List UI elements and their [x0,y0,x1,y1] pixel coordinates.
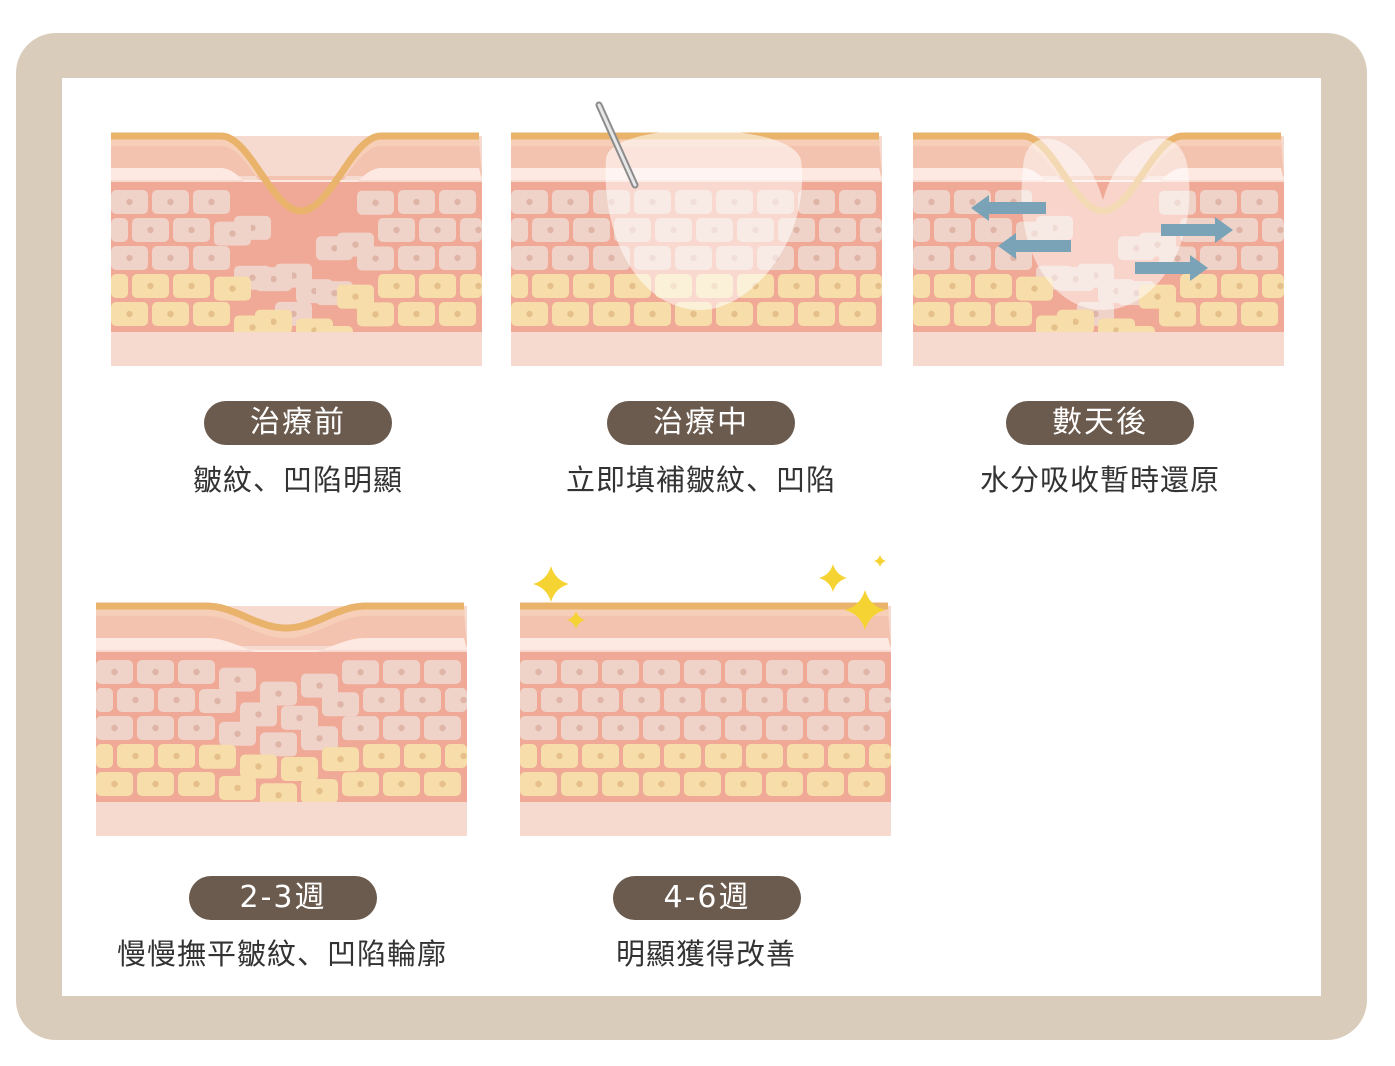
skin-filler-injection-illustration [511,101,882,366]
step-label: 治療中 [607,401,795,445]
step-label: 4-6週 [613,876,801,920]
step-caption: 立即填補皺紋、凹陷 [565,463,836,497]
skin-wrinkle-deep-illustration [111,132,482,366]
step-label: 治療前 [204,401,392,445]
step-label: 2-3週 [189,876,377,920]
skin-smooth-sparkle-illustration [520,555,891,836]
step-caption: 明顯獲得改善 [615,937,796,971]
skin-water-absorption-illustration [913,132,1284,366]
step-caption: 水分吸收暫時還原 [979,463,1220,497]
step-caption: 慢慢撫平皺紋、凹陷輪廓 [116,937,447,971]
skin-wrinkle-shallow-illustration [96,602,467,836]
step-caption: 皺紋、凹陷明顯 [192,463,403,497]
step-label: 數天後 [1006,401,1194,445]
